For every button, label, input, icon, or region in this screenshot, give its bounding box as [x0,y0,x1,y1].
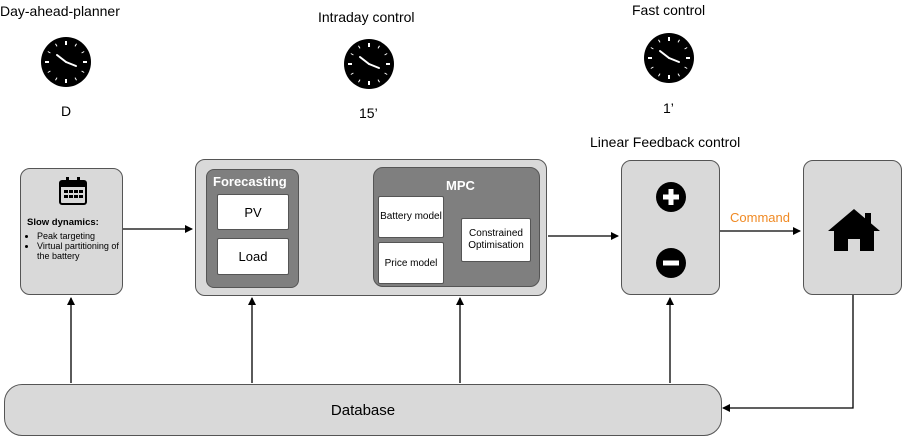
forecasting-box: Forecasting PV Load [206,169,299,288]
mpc-title: MPC [446,178,475,193]
fast-title: Fast control [632,2,706,18]
price-model-box: Price model [378,242,444,284]
fast-period: 1’ [663,100,674,116]
slow-dynamics-box: Slow dynamics: Peak targeting Virtual pa… [20,168,123,295]
intraday-period: 15’ [359,105,378,121]
intraday-clock-icon [344,39,394,89]
house-to-db-arrow [722,295,854,412]
feedback-box [621,160,720,295]
forecasting-title: Forecasting [213,174,287,189]
day-ahead-clock-icon [41,37,91,87]
load-box: Load [217,238,289,275]
house-icon [828,209,880,251]
mpc-box: MPC Battery model Price model Constraine… [373,167,540,287]
pv-box: PV [217,194,289,230]
slow-dynamics-list: Peak targeting Virtual partitioning of t… [27,231,129,261]
command-label: Command [730,210,790,225]
slow-dynamics-heading: Slow dynamics: [27,217,99,228]
optimisation-box: Constrained Optimisation [461,218,531,262]
intraday-title: Intraday control [318,9,415,25]
minus-icon [656,248,686,278]
list-item: Peak targeting [37,231,129,241]
feedback-title: Linear Feedback control [590,134,741,150]
calendar-icon [59,177,87,205]
plus-icon [656,182,686,212]
battery-model-box: Battery model [378,196,444,238]
fast-clock-icon [644,33,694,83]
day-ahead-title: Day-ahead-planner [0,3,120,19]
list-item: Virtual partitioning of the battery [37,241,129,261]
database-box: Database [4,384,722,436]
day-ahead-period: D [61,103,72,119]
house-box [803,160,902,295]
